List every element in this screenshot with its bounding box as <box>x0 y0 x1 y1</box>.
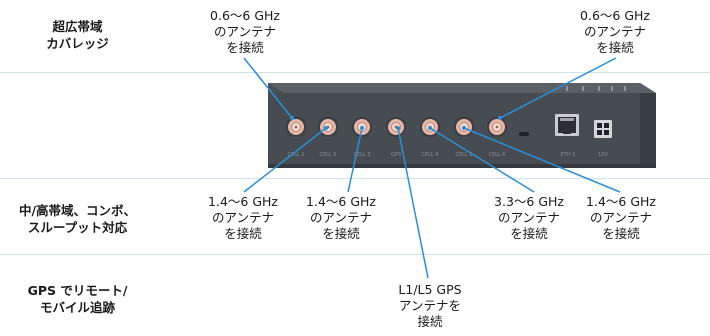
callout-line: のアンテナ <box>213 24 276 39</box>
callout-line: のアンテナ <box>211 210 274 225</box>
separator-middle <box>0 178 710 179</box>
callout-line: 1.4〜6 GHz <box>208 194 278 209</box>
leader-top-right <box>499 57 617 119</box>
section-title-line: モバイル追跡 <box>39 300 115 315</box>
section-title-line: 超広帯域 <box>52 19 103 34</box>
callout-line: を接続 <box>224 226 262 241</box>
callout-line: のアンテナ <box>583 24 646 39</box>
callout-line: のアンテナ <box>589 210 652 225</box>
callout-line: 接続 <box>417 314 443 329</box>
port-label-eth1: ETH 1 <box>561 152 576 158</box>
ethernet-port <box>555 114 579 136</box>
callout-line: 1.4〜6 GHz <box>306 194 376 209</box>
callout-line: アンテナを <box>398 298 461 313</box>
port-label-gps: GPS <box>391 152 401 158</box>
leader-bottom-2 <box>347 127 363 193</box>
leader-lines <box>243 57 621 279</box>
callout-line: を接続 <box>602 226 640 241</box>
callout-line: を接続 <box>596 40 634 55</box>
port-label-power: 12V <box>598 152 608 158</box>
antenna-connector-cell6 <box>487 117 507 137</box>
callout-top-right: 0.6〜6 GHz のアンテナ を接続 <box>570 8 660 56</box>
callout-top-left: 0.6〜6 GHz のアンテナ を接続 <box>200 8 290 56</box>
callout-line: を接続 <box>226 40 264 55</box>
callout-line: 1.4〜6 GHz <box>586 194 656 209</box>
leader-dots <box>290 116 502 130</box>
antenna-connector-gps <box>386 117 406 137</box>
section-wideband-title: 超広帯域 カバレッジ <box>0 18 155 52</box>
callout-line: L1/L5 GPS <box>398 282 462 297</box>
port-label-cell3: CELL 3 <box>354 152 371 158</box>
callout-bottom-1: 1.4〜6 GHz のアンテナ を接続 <box>198 194 288 242</box>
callout-bottom-2: 1.4〜6 GHz のアンテナ を接続 <box>296 194 386 242</box>
callout-line: 0.6〜6 GHz <box>580 8 650 23</box>
leader-bottom-3 <box>429 127 535 193</box>
callout-line: のアンテナ <box>309 210 372 225</box>
antenna-connector-cell5 <box>318 117 338 137</box>
separator-bottom <box>0 254 710 255</box>
port-label-cell5: CELL 5 <box>320 152 337 158</box>
router-top-face <box>268 83 656 93</box>
callout-gps: L1/L5 GPS アンテナを 接続 <box>385 282 475 330</box>
port-label-cell4: CELL 4 <box>422 152 439 158</box>
section-midhigh-title: 中/高帯域、コンボ、 スループット対応 <box>0 202 155 236</box>
separator-top <box>0 72 710 73</box>
usb-c-port <box>519 132 529 136</box>
callout-line: 0.6〜6 GHz <box>210 8 280 23</box>
port-label-cell2: CELL 2 <box>456 152 473 158</box>
callout-line: 3.3〜6 GHz <box>494 194 564 209</box>
leader-bottom-1 <box>243 127 327 193</box>
router-base <box>268 164 656 168</box>
callout-line: のアンテナ <box>497 210 560 225</box>
leader-gps <box>397 127 429 279</box>
callout-line: を接続 <box>322 226 360 241</box>
port-label-cell6: CELL 6 <box>489 152 506 158</box>
port-label-cell1: CELL 1 <box>288 152 305 158</box>
leader-top-left <box>243 57 293 119</box>
leader-bottom-4 <box>463 127 621 193</box>
status-leds <box>566 86 626 91</box>
antenna-connector-cell1 <box>286 117 306 137</box>
callout-bottom-4: 1.4〜6 GHz のアンテナ を接続 <box>576 194 666 242</box>
section-title-line: GPS でリモート/ <box>27 283 128 298</box>
section-title-line: 中/高帯域、コンボ、 <box>18 203 137 218</box>
callout-line: を接続 <box>510 226 548 241</box>
power-port <box>594 120 612 138</box>
callout-bottom-3: 3.3〜6 GHz のアンテナ を接続 <box>484 194 574 242</box>
router-side-face <box>640 93 656 166</box>
section-gps-title: GPS でリモート/ モバイル追跡 <box>0 282 155 316</box>
section-title-line: カバレッジ <box>46 36 109 51</box>
port-labels: CELL 1 CELL 5 CELL 3 GPS CELL 4 CELL 2 C… <box>288 152 609 158</box>
section-title-line: スループット対応 <box>27 220 128 235</box>
